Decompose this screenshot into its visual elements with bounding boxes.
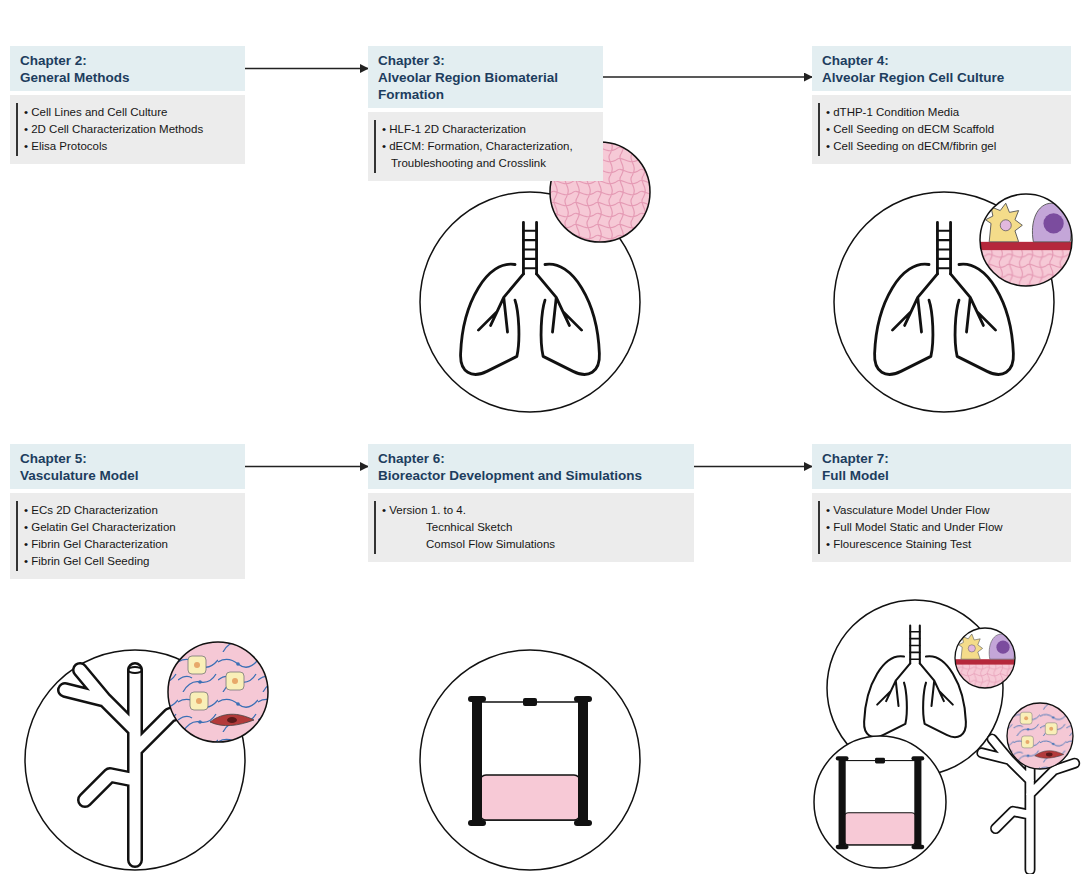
bullet-item: • ECs 2D Characterization (24, 502, 237, 519)
chapter-header: Chapter 5:Vasculature Model (10, 444, 245, 489)
chapter-content-box: • Vasculature Model Under Flow• Full Mod… (812, 493, 1071, 562)
bullet-item: • Cell Seeding on dECM/fibrin gel (826, 138, 1063, 155)
chapter-title: Full Model (822, 467, 1061, 484)
chapter-content-box: • dTHP-1 Condition Media• Cell Seeding o… (812, 95, 1071, 164)
bullet-item: • Version 1. to 4. (382, 502, 686, 519)
bullet-item: Comsol Flow Simulations (382, 536, 686, 553)
chapter-content-box: • Version 1. to 4.Tecnhical SketchComsol… (368, 493, 694, 562)
bullet-item: • Gelatin Gel Characterization (24, 519, 237, 536)
flow-arrow (245, 68, 368, 70)
bullet-item: • HLF-1 2D Characterization (382, 121, 595, 138)
bullet-item: • Fibrin Gel Characterization (24, 536, 237, 553)
bullet-item: • 2D Cell Characterization Methods (24, 121, 237, 138)
bullet-item: • Full Model Static and Under Flow (826, 519, 1063, 536)
flow-arrow (694, 466, 812, 468)
bullet-item: • Fibrin Gel Cell Seeding (24, 553, 237, 570)
bullet-item: • Cell Seeding on dECM Scaffold (826, 121, 1063, 138)
chapter-title: Vasculature Model (20, 467, 235, 484)
chapter-title: General Methods (20, 69, 235, 86)
chapter-content-box: • HLF-1 2D Characterization• dECM: Forma… (368, 112, 603, 181)
bullet-item: • dTHP-1 Condition Media (826, 104, 1063, 121)
flow-arrow (603, 76, 812, 78)
bullet-item: Tecnhical Sketch (382, 519, 686, 536)
chapter-header: Chapter 2:General Methods (10, 46, 245, 91)
chapter-title: Alveolar Region Biomaterial Formation (378, 69, 593, 103)
bullet-item: • Vasculature Model Under Flow (826, 502, 1063, 519)
chapter-title: Bioreactor Development and Simulations (378, 467, 684, 484)
flow-arrow (245, 466, 368, 468)
chapter-header: Chapter 7:Full Model (812, 444, 1071, 489)
chapter-title: Chapter 3: (378, 52, 593, 69)
bullet-item: • Elisa Protocols (24, 138, 237, 155)
chapter-title: Chapter 6: (378, 450, 684, 467)
chapter-title: Chapter 2: (20, 52, 235, 69)
chapter-title: Alveolar Region Cell Culture (822, 69, 1061, 86)
bullet-item: • Cell Lines and Cell Culture (24, 104, 237, 121)
chapter-header: Chapter 3:Alveolar Region Biomaterial Fo… (368, 46, 603, 108)
chapter-header: Chapter 4:Alveolar Region Cell Culture (812, 46, 1071, 91)
bullet-item: • dECM: Formation, Characterization, Tro… (382, 138, 595, 172)
chapter-title: Chapter 5: (20, 450, 235, 467)
chapter-content-box: • Cell Lines and Cell Culture• 2D Cell C… (10, 95, 245, 164)
chapter-content-box: • ECs 2D Characterization• Gelatin Gel C… (10, 493, 245, 579)
chapter-header: Chapter 6:Bioreactor Development and Sim… (368, 444, 694, 489)
chapter-title: Chapter 4: (822, 52, 1061, 69)
bullet-item: • Flourescence Staining Test (826, 536, 1063, 553)
chapter-title: Chapter 7: (822, 450, 1061, 467)
